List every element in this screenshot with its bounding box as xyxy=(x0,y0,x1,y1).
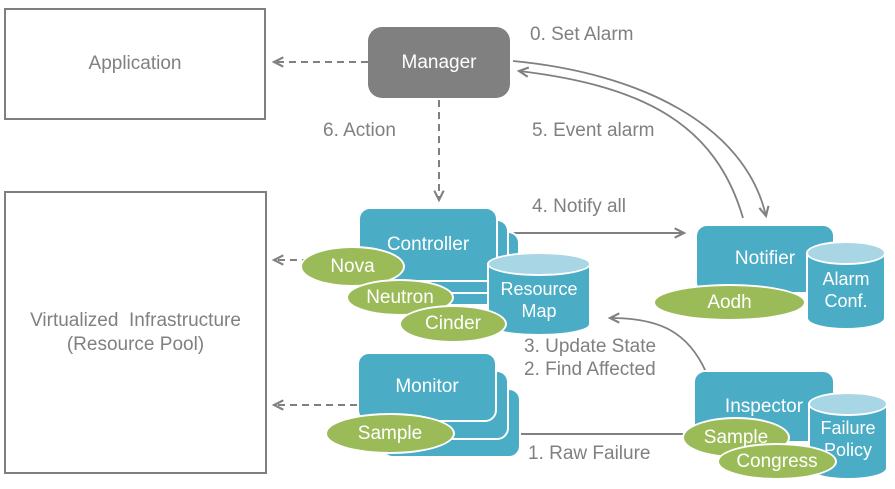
inspector-sample-label: Sample xyxy=(703,426,769,448)
application-box: Application xyxy=(4,8,266,120)
manager-label: Manager xyxy=(401,51,477,73)
alarm-conf-cylinder-body xyxy=(806,253,886,330)
resource-map-label-line2: Map xyxy=(521,301,557,321)
aodh-label: Aodh xyxy=(707,291,752,313)
resource-map-label-line1: Resource xyxy=(500,279,578,299)
alarm-conf-cylinder: Alarm Conf. xyxy=(806,241,886,330)
step-label-raw-failure: 1. Raw Failure xyxy=(528,443,651,464)
failure-policy-label-line2: Policy xyxy=(823,440,872,460)
alarm-conf-label-line1: Alarm xyxy=(822,269,870,289)
failure-policy-cylinder: Failure Policy xyxy=(808,392,888,480)
monitor-label: Monitor xyxy=(395,376,459,397)
alarm-conf-cylinder-top xyxy=(806,241,886,265)
failure-policy-label-line1: Failure xyxy=(820,418,876,438)
virtualized-infrastructure-label-line1: Virtualized Infrastructure xyxy=(30,309,241,331)
monitor-sample-label: Sample xyxy=(357,422,423,444)
alarm-conf-label-line2: Conf. xyxy=(824,291,868,311)
monitor-box: Monitor xyxy=(357,352,497,422)
nova-label: Nova xyxy=(330,255,375,277)
step-label-notify-all: 4. Notify all xyxy=(532,196,626,217)
inspector-to-resource-map-arrow xyxy=(610,318,707,373)
manager-box: Manager xyxy=(368,27,510,98)
notifier-to-manager-event-alarm-arrow xyxy=(519,71,744,219)
neutron-label: Neutron xyxy=(366,286,434,308)
resource-map-cylinder-top xyxy=(487,252,591,276)
manager-to-notifier-set-alarm-arrow xyxy=(512,60,766,216)
notifier-label: Notifier xyxy=(734,248,796,269)
step-label-action: 6. Action xyxy=(323,120,396,141)
step-label-event-alarm: 5. Event alarm xyxy=(532,120,655,141)
cinder-ellipse: Cinder xyxy=(399,305,507,343)
virtualized-infrastructure-label-line2: (Resource Pool) xyxy=(66,333,205,355)
virtualized-infrastructure-box: Virtualized Infrastructure (Resource Poo… xyxy=(4,191,267,474)
controller-label: Controller xyxy=(386,233,470,255)
inspector-label: Inspector xyxy=(724,395,804,417)
application-label: Application xyxy=(88,53,182,74)
step-label-find-affected: 2. Find Affected xyxy=(524,359,656,380)
cinder-label: Cinder xyxy=(425,313,481,334)
congress-ellipse: Congress xyxy=(717,443,837,480)
congress-label: Congress xyxy=(736,450,818,472)
step-label-set-alarm: 0. Set Alarm xyxy=(530,24,634,45)
monitor-sample-ellipse: Sample xyxy=(325,413,455,454)
step-label-update-state: 3. Update State xyxy=(524,336,657,357)
aodh-ellipse: Aodh xyxy=(653,284,806,321)
failure-policy-cylinder-top xyxy=(808,392,888,416)
